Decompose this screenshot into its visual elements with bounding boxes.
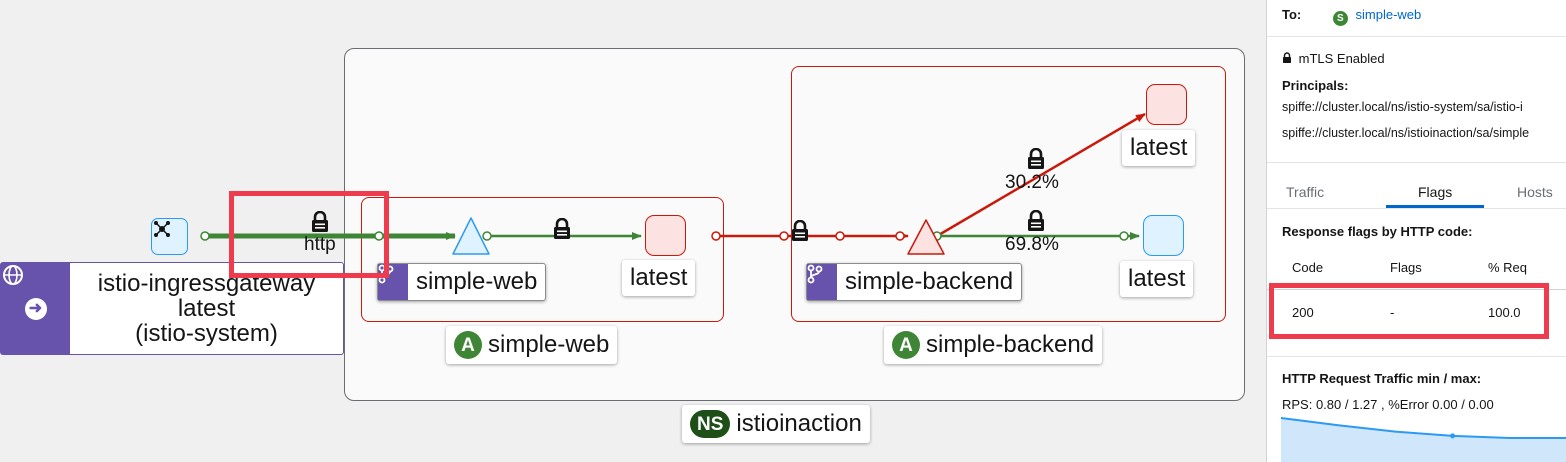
to-row: To: S simple-web [1282, 7, 1421, 26]
app-badge: A [454, 331, 482, 359]
lock-icon [1283, 52, 1291, 63]
table-header-divider [1267, 289, 1566, 290]
ingress-version: latest [177, 295, 236, 322]
edge-percent-top: 30.2% [1005, 172, 1059, 193]
service-badge-icon: S [1332, 11, 1348, 26]
principal-destination: spiffe://cluster.local/ns/istioinaction/… [1282, 126, 1530, 140]
traffic-title: HTTP Request Traffic min / max: [1282, 371, 1482, 386]
divider [1267, 36, 1566, 37]
ingress-namespace: (istio-system) [135, 320, 278, 347]
backend-bottom-latest-label[interactable]: latest [1120, 261, 1194, 297]
ingress-label-icons: ➜ [1, 263, 70, 354]
tab-hosts[interactable]: Hosts [1517, 184, 1553, 200]
namespace-label[interactable]: NS istioinaction [682, 405, 870, 443]
lock-icon [1028, 148, 1044, 169]
sparkline-area [1281, 418, 1566, 462]
flags-title: Response flags by HTTP code: [1282, 224, 1473, 239]
app-badge: A [892, 331, 920, 359]
rps-line: RPS: 0.80 / 1.27 , %Error 0.00 / 0.00 [1282, 397, 1494, 412]
traffic-sparkline [1280, 417, 1566, 462]
app-label-simple-web[interactable]: A simple-web [446, 326, 618, 364]
simple-web-service-label[interactable]: simple-web [377, 263, 547, 301]
col-header-code: Code [1292, 260, 1324, 275]
divider [1267, 162, 1566, 163]
col-header-flags: Flags [1390, 260, 1422, 275]
tab-flags[interactable]: Flags [1418, 184, 1453, 200]
simple-backend-bottom-latest-node[interactable] [1143, 215, 1184, 256]
to-label: To: [1282, 7, 1302, 22]
app-label-simple-backend[interactable]: A simple-backend [884, 326, 1103, 364]
divider [1267, 356, 1566, 357]
gateway-icon [154, 221, 170, 237]
ingress-label[interactable]: ➜ istio-ingressgateway latest (istio-sys… [0, 262, 344, 355]
cell-code: 200 [1292, 305, 1314, 320]
sparkline-line [1280, 417, 1566, 439]
details-panel: To: S simple-web mTLS Enabled Principals… [1266, 0, 1566, 462]
principals-label: Principals: [1282, 78, 1349, 93]
simple-web-latest-node[interactable] [645, 215, 686, 256]
principal-source: spiffe://cluster.local/ns/istio-system/s… [1282, 100, 1523, 114]
mtls-status: mTLS Enabled [1298, 51, 1385, 66]
mtls-row: mTLS Enabled [1282, 51, 1385, 66]
highlight-box [1269, 283, 1549, 339]
web-latest-label[interactable]: latest [622, 260, 696, 296]
edge-protocol-label: http [304, 234, 336, 255]
lock-icon [312, 211, 328, 232]
arrow-circle-right-icon: ➜ [24, 297, 47, 320]
simple-web-service-node [452, 217, 490, 255]
lock-icon [554, 218, 570, 239]
service-graph[interactable]: ➜ istio-ingressgateway latest (istio-sys… [0, 0, 1266, 462]
col-header-req: % Req [1488, 260, 1528, 275]
lock-icon [1028, 210, 1044, 231]
tab-traffic[interactable]: Traffic [1286, 184, 1325, 200]
divider [1267, 208, 1566, 209]
globe-icon [3, 265, 23, 285]
branch-icon [807, 264, 837, 300]
lock-icon [792, 220, 808, 241]
edge-backend-to-top-latest [936, 112, 1146, 238]
to-service-link[interactable]: simple-web [1355, 7, 1422, 22]
active-tab-indicator [1386, 205, 1484, 208]
simple-backend-service-label[interactable]: simple-backend [806, 263, 1023, 301]
cell-req: 100.0 [1488, 305, 1521, 320]
backend-top-latest-label[interactable]: latest [1122, 130, 1196, 166]
simple-backend-top-latest-node[interactable] [1146, 84, 1187, 125]
highlight-box [229, 191, 389, 278]
ingress-node[interactable] [151, 218, 188, 255]
edge-percent-bottom: 69.8% [1005, 234, 1059, 255]
ingress-label-text: istio-ingressgateway latest (istio-syste… [70, 263, 343, 354]
edges-layer [200, 112, 1146, 255]
simple-backend-service-node [907, 219, 945, 255]
sparkline-point [1450, 433, 1456, 439]
cell-flags: - [1390, 305, 1395, 320]
namespace-badge: NS [690, 410, 731, 438]
